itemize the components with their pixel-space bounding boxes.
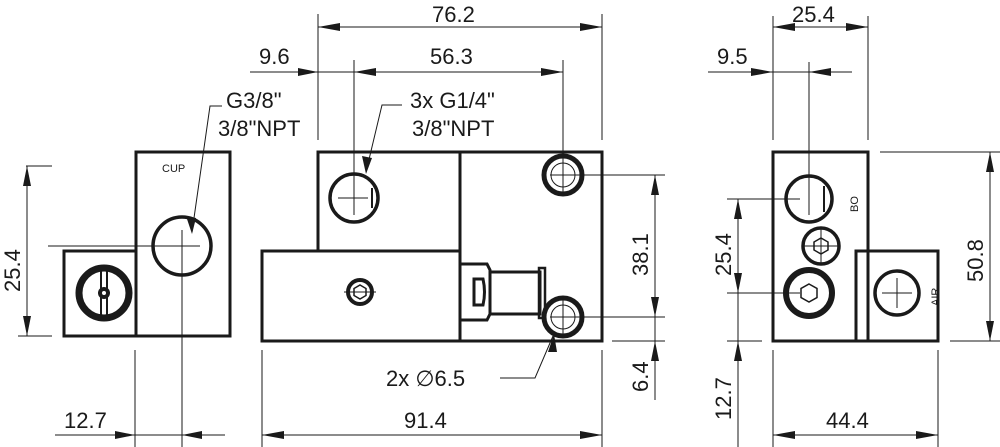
left-offset-dim: 12.7: [64, 408, 107, 433]
port-spacing-dim: 25.4: [711, 233, 736, 276]
hole-spacing-dim: 56.3: [430, 44, 473, 69]
vertical-hole-spacing-dim: 38.1: [628, 233, 653, 276]
cup-thread-callout: G3/8": [226, 88, 282, 113]
cup-npt-callout: 3/8"NPT: [218, 116, 300, 141]
port-g14-icon: [328, 60, 380, 224]
ports-thread-callout: 3x G1/4": [410, 88, 495, 113]
hex-screw-icon: [344, 278, 376, 306]
air-port-icon: [873, 269, 921, 317]
air-label: AIR: [930, 288, 942, 306]
right-view: BO AIR 25.4 9.5 25.4 12.7 50.8: [708, 2, 1000, 447]
bottom-offset-dim: 6.4: [628, 361, 653, 392]
bo-port-icon: [784, 62, 834, 224]
center-view: 76.2 9.6 56.3 3x G1/4" 3/8"NPT 38.1 6.4 …: [250, 2, 665, 447]
center-right-block: [458, 150, 604, 343]
left-height-dim: 25.4: [0, 249, 25, 292]
bo-label: BO: [849, 196, 861, 212]
slotted-screw-icon: [75, 264, 133, 322]
left-view: CUP G3/8" 3/8"NPT 25.4 12.7: [0, 88, 300, 447]
hole-diameter-callout: 2x ∅6.5: [386, 366, 465, 391]
right-small-block: [854, 249, 940, 343]
left-offset-dim-9-6: 9.6: [259, 44, 290, 69]
top-width-dim: 25.4: [792, 2, 835, 27]
left-tall-block: [134, 150, 232, 338]
overall-top-width-dim: 76.2: [432, 2, 475, 27]
cup-label: CUP: [162, 163, 185, 175]
right-bottom-offset-dim: 12.7: [711, 377, 736, 420]
overall-width-dim: 44.4: [826, 408, 869, 433]
fitting-icon: [461, 262, 547, 322]
center-upper-left-block: [316, 150, 462, 253]
mounting-hole-bottom-icon: [541, 295, 665, 339]
overall-bottom-width-dim: 91.4: [404, 408, 447, 433]
overall-height-dim: 50.8: [963, 239, 988, 282]
hex-screw-icon: [801, 226, 841, 266]
right-tall-block: [771, 150, 870, 343]
right-offset-dim-9-5: 9.5: [717, 44, 748, 69]
ports-npt-callout: 3/8"NPT: [412, 116, 494, 141]
center-lower-left-block: [260, 249, 462, 343]
mounting-hole-top-icon: [541, 60, 665, 197]
